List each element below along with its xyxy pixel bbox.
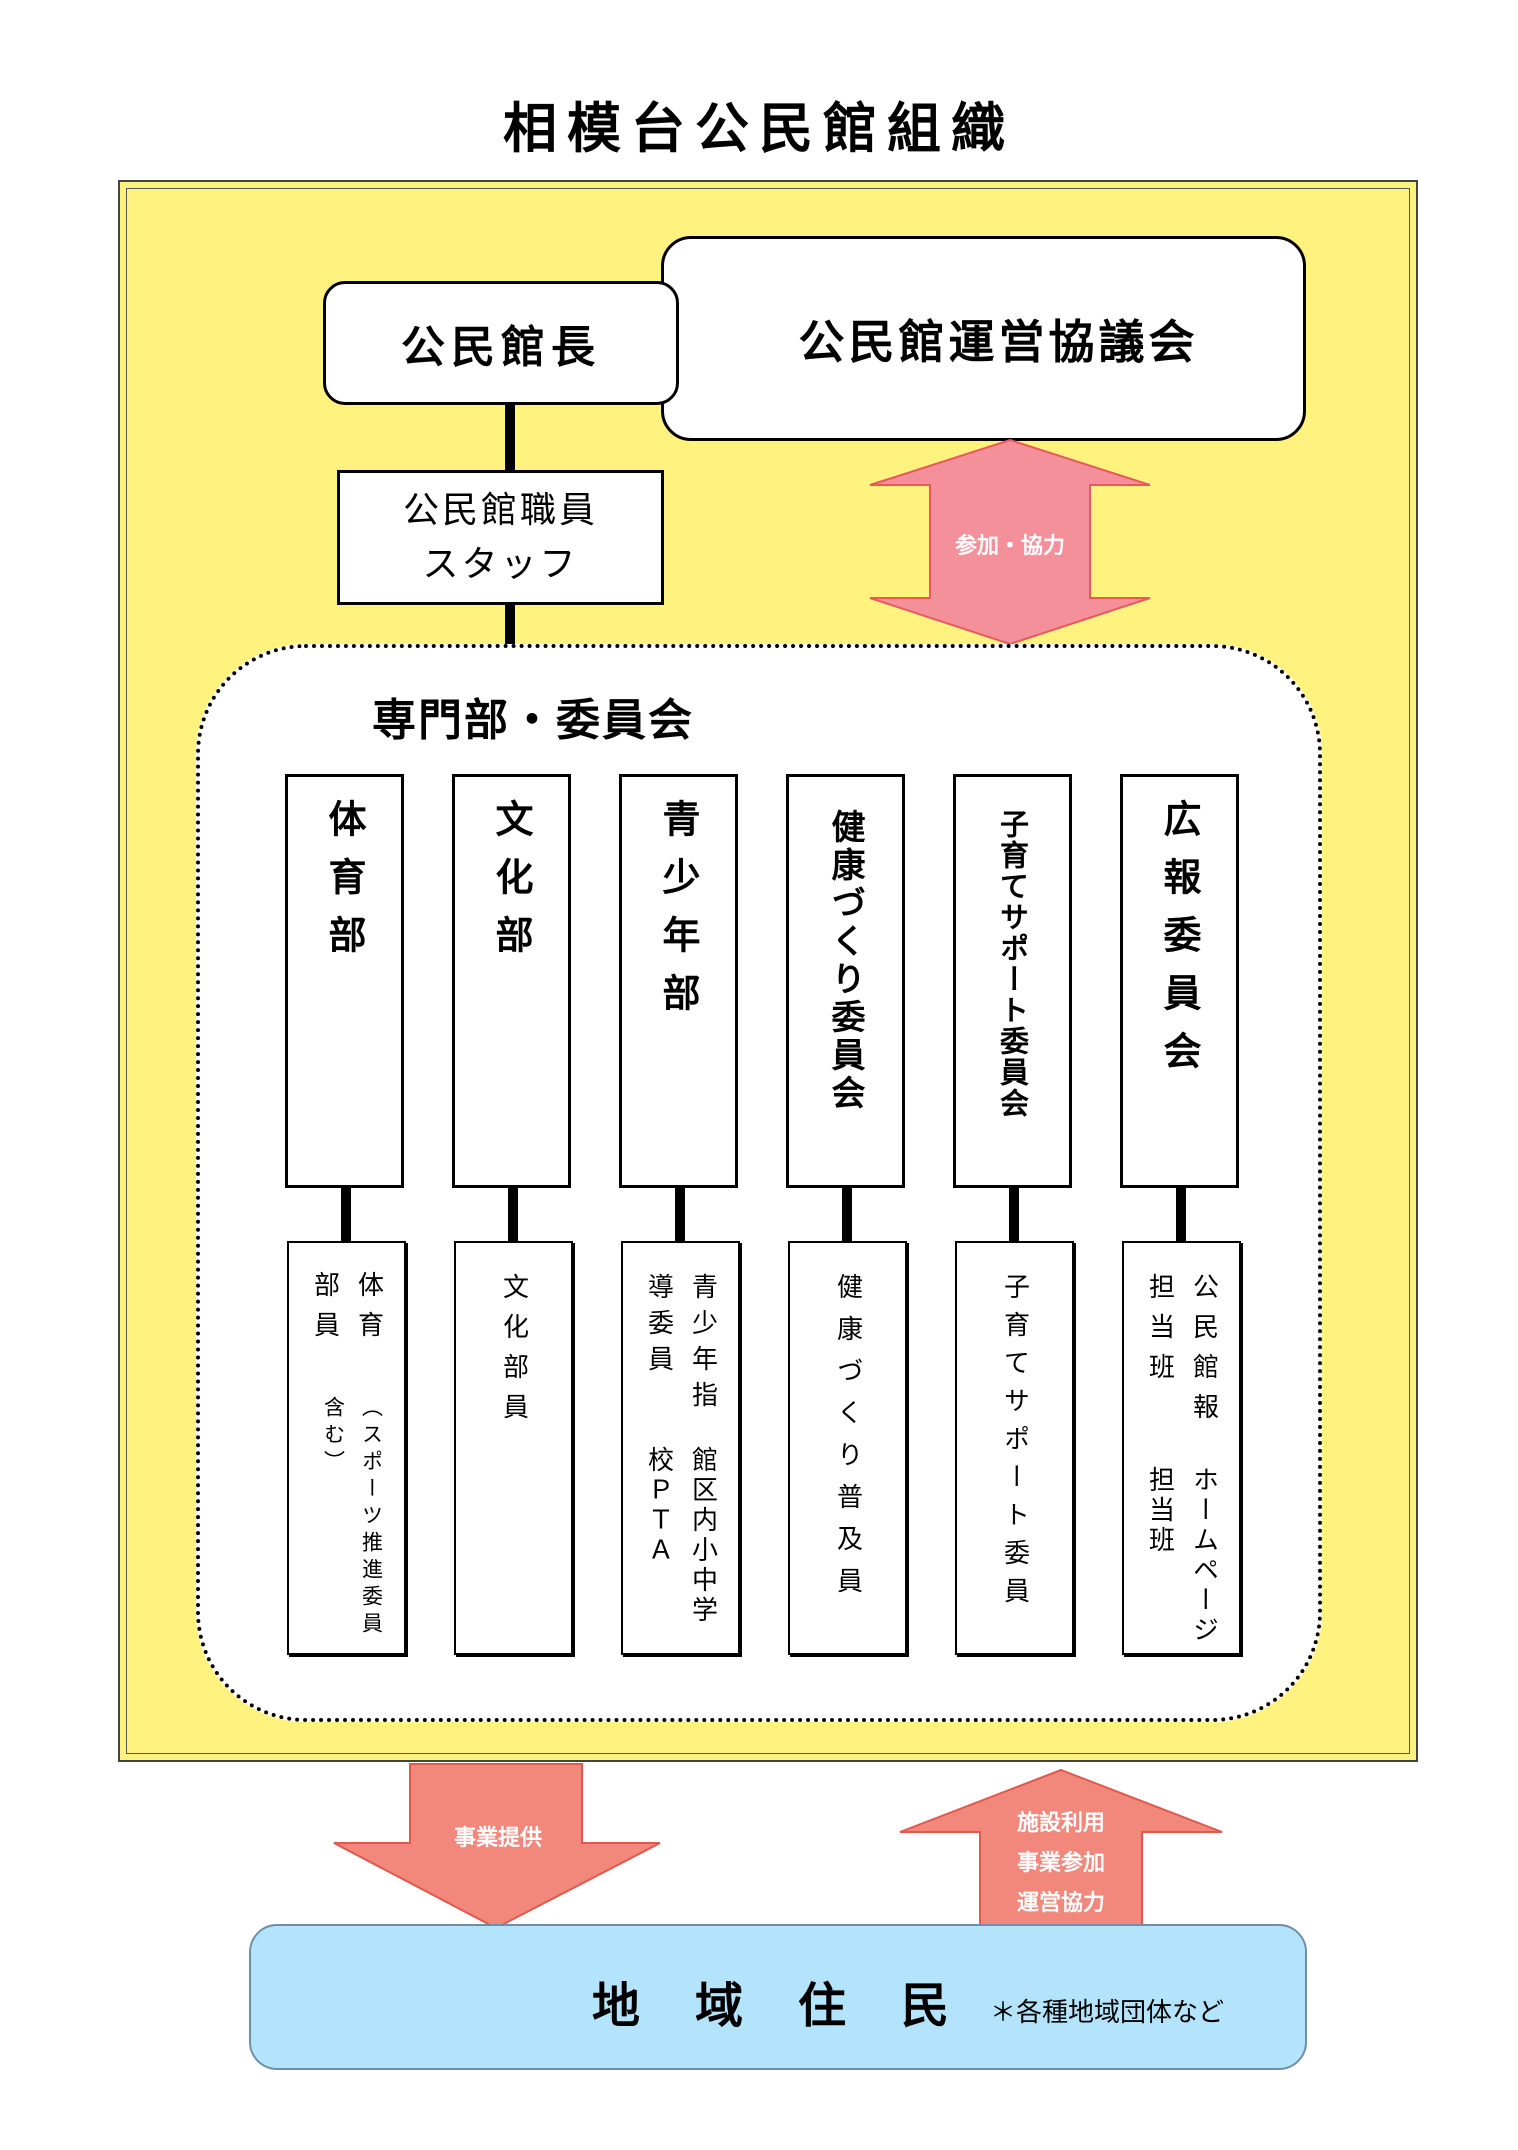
council-label: 公民館運営協議会 bbox=[798, 314, 1199, 369]
member-label: 体育部員 bbox=[309, 1271, 384, 1351]
connector-childcare bbox=[1009, 1186, 1019, 1243]
department-box-youth: 青少年部 bbox=[619, 774, 738, 1188]
member-label: 健康づくり普及員 bbox=[832, 1273, 863, 1609]
connector-director-staff bbox=[505, 400, 515, 472]
department-box-sports: 体育部 bbox=[285, 774, 404, 1188]
usage-label-line2: 事業参加 bbox=[1016, 1851, 1105, 1876]
page-title: 相模台公民館組織 bbox=[503, 97, 1015, 160]
member-label: 文化部員 bbox=[498, 1273, 529, 1433]
residents-label: 地域住民 bbox=[592, 1978, 1005, 2034]
department-label: 子育てサポート委員会 bbox=[995, 809, 1030, 1119]
staff-label-line2: スタッフ bbox=[422, 543, 579, 585]
department-label: 文化部 bbox=[489, 799, 533, 973]
residents-box bbox=[249, 1924, 1307, 2070]
department-section-title: 専門部・委員会 bbox=[372, 695, 694, 746]
director-label: 公民館長 bbox=[401, 322, 601, 373]
usage-label-line3: 運営協力 bbox=[1016, 1891, 1105, 1916]
organization-frame-inner bbox=[126, 188, 1410, 1754]
member-box-childcare: 子育てサポート委員 bbox=[955, 1241, 1074, 1655]
department-label: 健康づくり委員会 bbox=[825, 809, 865, 1113]
member-note: ホームページ担当班 bbox=[1144, 1466, 1219, 1647]
department-label: 体育部 bbox=[322, 799, 366, 973]
member-note: 館区内小中学校ＰＴＡ bbox=[643, 1446, 718, 1627]
connector-culture bbox=[508, 1186, 518, 1243]
connector-sports bbox=[341, 1186, 351, 1243]
usage-label-line1: 施設利用 bbox=[1016, 1811, 1105, 1836]
member-box-sports: 体育部員 （スポーツ推進委員 含む） bbox=[287, 1241, 406, 1667]
member-box-pr: 公民館報担当班 ホームページ担当班 bbox=[1122, 1241, 1241, 1655]
member-box-health: 健康づくり普及員 bbox=[788, 1241, 907, 1655]
usage-label: 施設利用 事業参加 運営協力 bbox=[981, 1804, 1141, 1924]
connector-health bbox=[842, 1186, 852, 1243]
member-box-youth: 青少年指導委員 館区内小中学校ＰＴＡ bbox=[621, 1241, 740, 1655]
department-box-childcare: 子育てサポート委員会 bbox=[953, 774, 1072, 1188]
residents-note: ＊各種地域団体など bbox=[990, 1998, 1225, 2028]
department-box-health: 健康づくり委員会 bbox=[786, 774, 905, 1188]
member-label: 青少年指導委員 bbox=[643, 1273, 718, 1417]
department-box-culture: 文化部 bbox=[452, 774, 571, 1188]
connector-staff-departments bbox=[505, 603, 515, 647]
member-label: 子育てサポート委員 bbox=[999, 1273, 1030, 1615]
connector-youth bbox=[675, 1186, 685, 1243]
participation-label: 参加・協力 bbox=[954, 534, 1065, 559]
director-box: 公民館長 bbox=[323, 281, 679, 405]
service-down-arrow bbox=[333, 1763, 661, 1930]
council-box: 公民館運営協議会 bbox=[661, 236, 1306, 441]
member-label: 公民館報担当班 bbox=[1144, 1273, 1219, 1433]
department-box-pr: 広報委員会 bbox=[1120, 774, 1239, 1188]
member-box-culture: 文化部員 bbox=[454, 1241, 573, 1655]
member-note: （スポーツ推進委員 含む） bbox=[321, 1396, 384, 1667]
staff-box: 公民館職員 スタッフ bbox=[337, 470, 664, 605]
department-label: 青少年部 bbox=[656, 799, 700, 1031]
connector-pr bbox=[1176, 1186, 1186, 1243]
staff-label-line1: 公民館職員 bbox=[402, 489, 598, 531]
service-label: 事業提供 bbox=[453, 1826, 542, 1851]
department-label: 広報委員会 bbox=[1157, 799, 1201, 1089]
